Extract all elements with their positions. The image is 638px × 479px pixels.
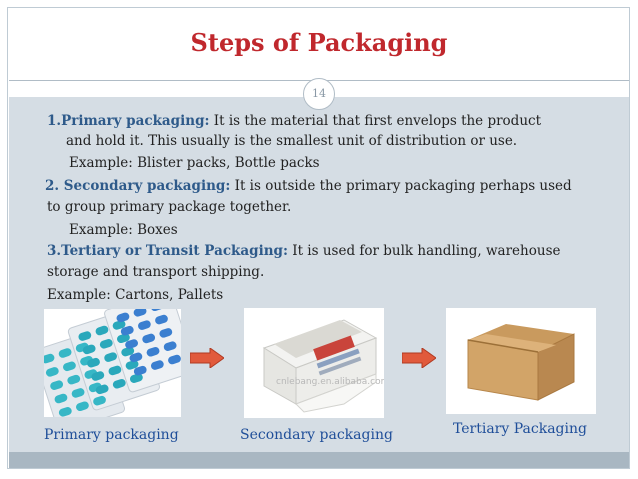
blister-pack-image: [32, 289, 197, 433]
tertiary-line-1: 3.Tertiary or Transit Packaging: It is u…: [47, 243, 560, 259]
blister-pack-graphic: [32, 289, 197, 433]
box-graphic: cnlebang.en.alibaba.com: [244, 308, 389, 418]
arrow-right-icon: [189, 347, 225, 369]
secondary-text-1: It is outside the primary packaging perh…: [230, 178, 572, 194]
box-image: cnlebang.en.alibaba.com: [244, 308, 389, 418]
tertiary-label: Tertiary Packaging: [453, 421, 587, 437]
secondary-example: Example: Boxes: [69, 222, 178, 238]
arrow-right-icon: [401, 347, 437, 369]
tertiary-heading: 3.Tertiary or Transit Packaging:: [47, 243, 288, 259]
footer-band: [9, 452, 629, 468]
page-number: 14: [303, 78, 335, 110]
box-watermark: cnlebang.en.alibaba.com: [276, 377, 384, 387]
primary-text-2: and hold it. This usually is the smalles…: [66, 133, 518, 149]
carton-image: [446, 308, 596, 414]
slide-title: Steps of Packaging: [190, 28, 448, 57]
primary-text-1: It is the material that first envelops t…: [209, 113, 542, 129]
secondary-heading: 2. Secondary packaging:: [45, 178, 231, 194]
primary-example: Example: Blister packs, Bottle packs: [69, 155, 320, 171]
primary-label: Primary packaging: [44, 427, 179, 443]
secondary-label: Secondary packaging: [240, 427, 393, 443]
tertiary-text-2: storage and transport shipping.: [47, 264, 265, 280]
slide-frame: [7, 7, 630, 469]
secondary-text-2: to group primary package together.: [47, 199, 292, 215]
tertiary-example: Example: Cartons, Pallets: [47, 287, 224, 303]
tertiary-text-1: It is used for bulk handling, warehouse: [287, 243, 561, 259]
secondary-line-1: 2. Secondary packaging: It is outside th…: [45, 178, 572, 194]
primary-heading: 1.Primary packaging:: [47, 113, 210, 129]
carton-graphic: [446, 308, 596, 414]
primary-line-1: 1.Primary packaging: It is the material …: [47, 113, 541, 129]
